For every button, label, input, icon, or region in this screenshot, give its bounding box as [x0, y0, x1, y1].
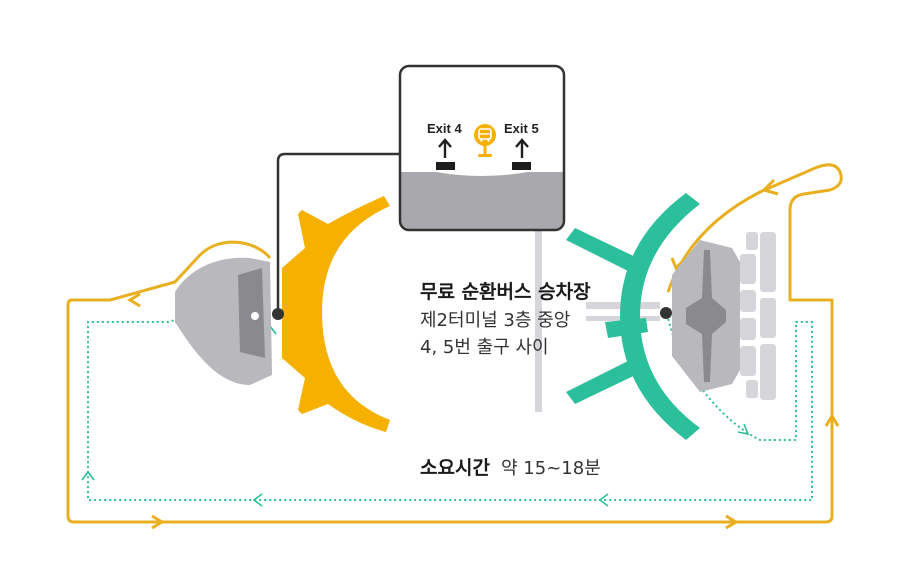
exit4-label: Exit 4: [427, 121, 462, 136]
travel-time: 소요시간 약 15~18분: [420, 457, 601, 479]
terminal2-block: [740, 254, 756, 284]
boarding-exits: 4, 5번 출구 사이: [420, 337, 549, 358]
route-arrow-icon: [151, 514, 165, 530]
boarding-title: 무료 순환버스 승차장: [420, 281, 591, 303]
route-loop-dotted: [87, 291, 813, 501]
route-loop-solid: [66, 163, 843, 524]
route-arrow-icon: [127, 292, 141, 308]
terminal2-block: [740, 290, 756, 312]
bus-stop-icon: [474, 124, 496, 157]
terminal1-center: [238, 268, 265, 358]
route-arrow-icon: [761, 178, 779, 196]
terminal2-block: [760, 344, 776, 400]
travel-time-value: 약 15~18분: [501, 458, 601, 479]
terminal1-location-dot: [272, 308, 284, 320]
walkway-vertical: [535, 228, 542, 412]
terminal2-block: [740, 346, 756, 376]
route-arrow-icon: [81, 470, 95, 481]
terminal2-block: [760, 298, 776, 338]
terminal2-concourse: [620, 193, 700, 440]
callout-leader-line: [276, 152, 400, 314]
route-arrow-icon: [737, 423, 750, 436]
route-arrow-icon: [598, 493, 609, 507]
route-arrow-icon: [824, 413, 840, 427]
terminal2-block: [740, 318, 756, 340]
terminal2-block: [746, 232, 758, 250]
exit5-arrow-icon: [515, 138, 529, 158]
exit5-label: Exit 5: [504, 121, 539, 136]
route-arrow-icon: [670, 257, 686, 271]
terminal2-block: [760, 232, 776, 292]
exit4-arrow-icon: [438, 138, 452, 158]
terminal2-center-icon: [686, 250, 726, 382]
callout-road: [400, 172, 564, 230]
callout-box: Exit 4 Exit 5: [398, 64, 566, 232]
route-arrow-icon: [252, 493, 263, 507]
boarding-floor: 제2터미널 3층 중앙: [420, 310, 570, 331]
exit5-door: [512, 162, 531, 170]
terminal2-block: [746, 380, 758, 398]
terminal1-concourse: [282, 196, 390, 432]
terminal2-arm: [566, 356, 646, 404]
exit4-door: [436, 162, 455, 170]
terminal1-dot: [251, 312, 259, 320]
terminal2-arm: [566, 228, 646, 276]
travel-time-label: 소요시간: [420, 457, 490, 479]
terminal2-location-dot: [660, 307, 672, 319]
route-arrow-icon: [725, 514, 739, 530]
